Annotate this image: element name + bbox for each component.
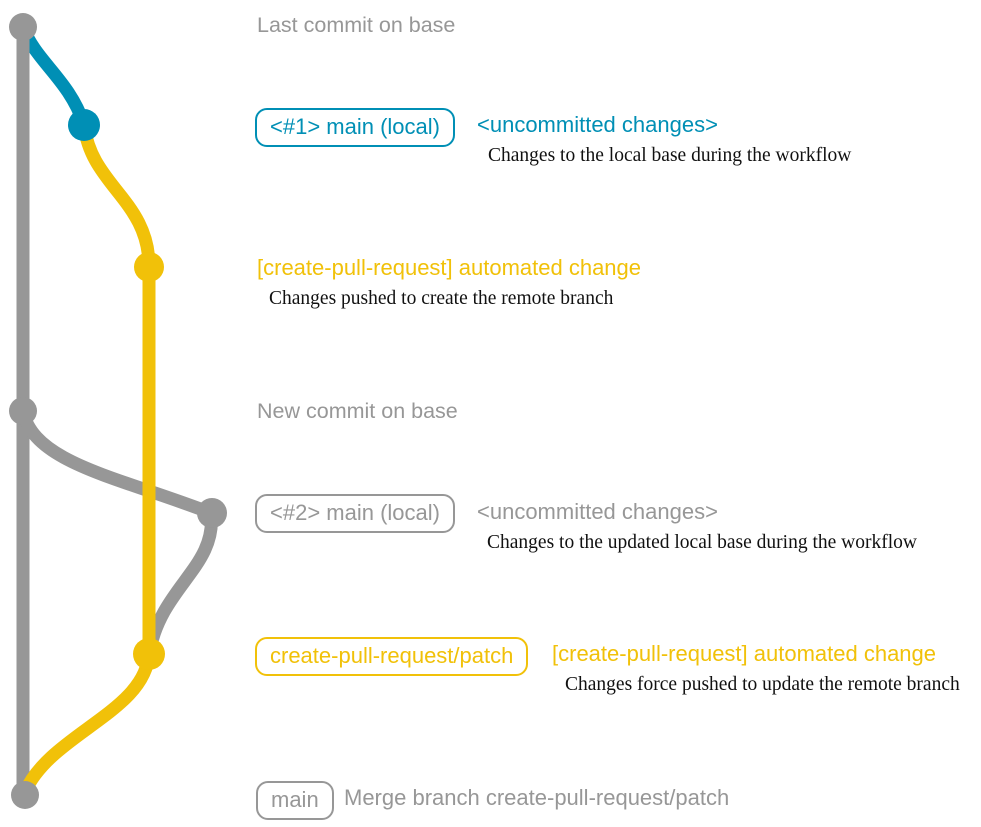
uncommitted-changes-2-label: <uncommitted changes> [477, 499, 718, 524]
branch-line-local-main-1 [16, 20, 91, 131]
uncommitted-changes-1-note: Changes to the local base during the wor… [488, 145, 852, 166]
merge-commit-message: Merge branch create-pull-request/patch [344, 785, 730, 810]
commit-dot-local-main-1 [68, 109, 100, 141]
uncommitted-changes-1-label: <uncommitted changes> [477, 112, 718, 137]
commit-dot-local-main-2 [197, 498, 227, 528]
branch-line-local-main-2-in [143, 506, 218, 656]
push-commit-title: [create-pull-request] automated change [257, 255, 642, 280]
branch-line-patch-out [77, 117, 156, 273]
commit-dot-merge [11, 781, 39, 809]
commit-dot-push [134, 252, 164, 282]
force-push-commit-title: [create-pull-request] automated change [552, 641, 937, 666]
last-base-commit-label: Last commit on base [257, 13, 456, 37]
push-commit-note: Changes pushed to create the remote bran… [269, 288, 614, 309]
branch-tag-patch: create-pull-request/patch [255, 637, 529, 676]
branch-tag-main: main [256, 781, 334, 820]
force-push-commit-note: Changes force pushed to update the remot… [565, 674, 960, 695]
branch-line-patch-merge [18, 646, 156, 799]
commit-dot-force-push [133, 638, 165, 670]
new-base-commit-label: New commit on base [257, 399, 458, 423]
commit-dot-new-base [9, 397, 37, 425]
branch-tag-main-local-2: <#2> main (local) [255, 494, 455, 533]
commit-dot-last-base [9, 13, 37, 41]
branch-line-local-main-2-out [16, 404, 218, 520]
uncommitted-changes-2-note: Changes to the updated local base during… [487, 532, 917, 553]
branch-tag-main-local-1: <#1> main (local) [255, 108, 455, 147]
